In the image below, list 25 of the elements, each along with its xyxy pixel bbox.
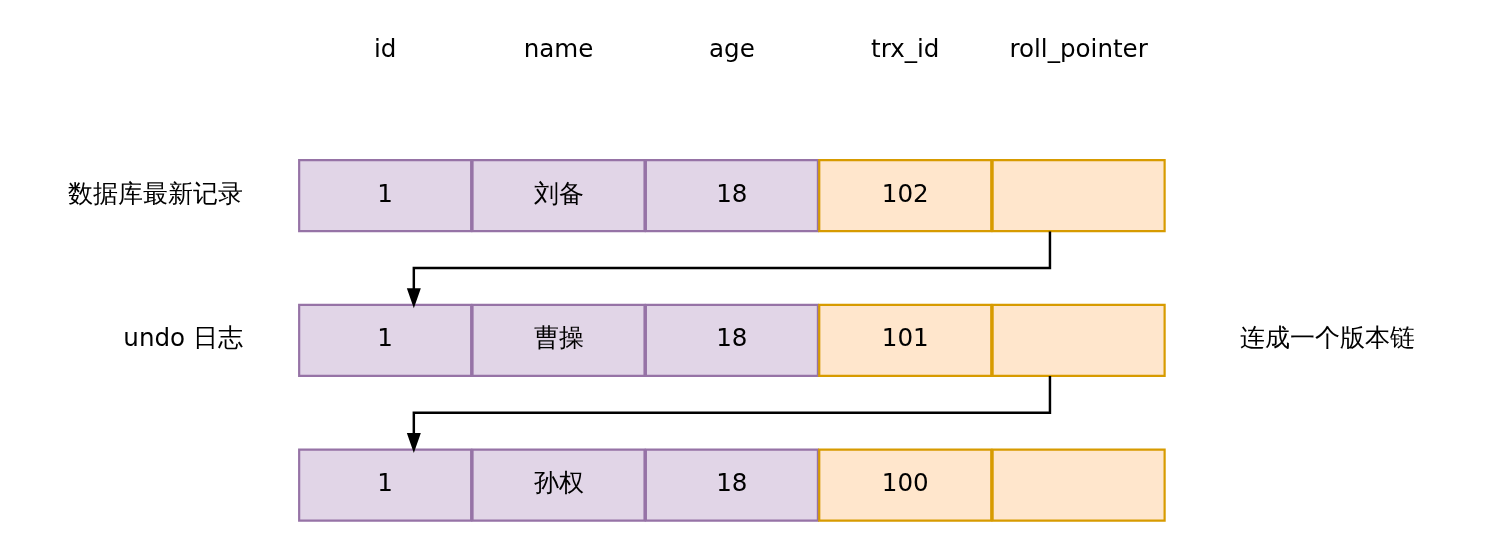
label: 数据库最新记录 — [68, 178, 244, 208]
node-box: 18 — [644, 448, 819, 522]
label: roll_pointer — [1009, 33, 1148, 63]
node-box: 刘备 — [471, 159, 646, 233]
node-box: 100 — [818, 448, 993, 522]
label: name — [523, 33, 594, 63]
label: age — [709, 33, 755, 63]
node-box: 18 — [644, 159, 819, 233]
node-box — [991, 159, 1166, 233]
node-box — [991, 448, 1166, 522]
node-box: 102 — [818, 159, 993, 233]
label: 连成一个版本链 — [1239, 323, 1415, 353]
arrow — [406, 231, 1052, 309]
label: trx_id — [871, 33, 940, 63]
node-box: 1 — [298, 159, 473, 233]
node-box: 曹操 — [471, 303, 646, 377]
node-box: 101 — [818, 303, 993, 377]
label: undo 日志 — [123, 323, 243, 353]
node-box: 1 — [298, 303, 473, 377]
label: id — [373, 33, 397, 63]
node-box — [991, 303, 1166, 377]
arrow — [406, 376, 1052, 454]
node-box: 18 — [644, 303, 819, 377]
node-box: 1 — [298, 448, 473, 522]
node-box: 孙权 — [471, 448, 646, 522]
